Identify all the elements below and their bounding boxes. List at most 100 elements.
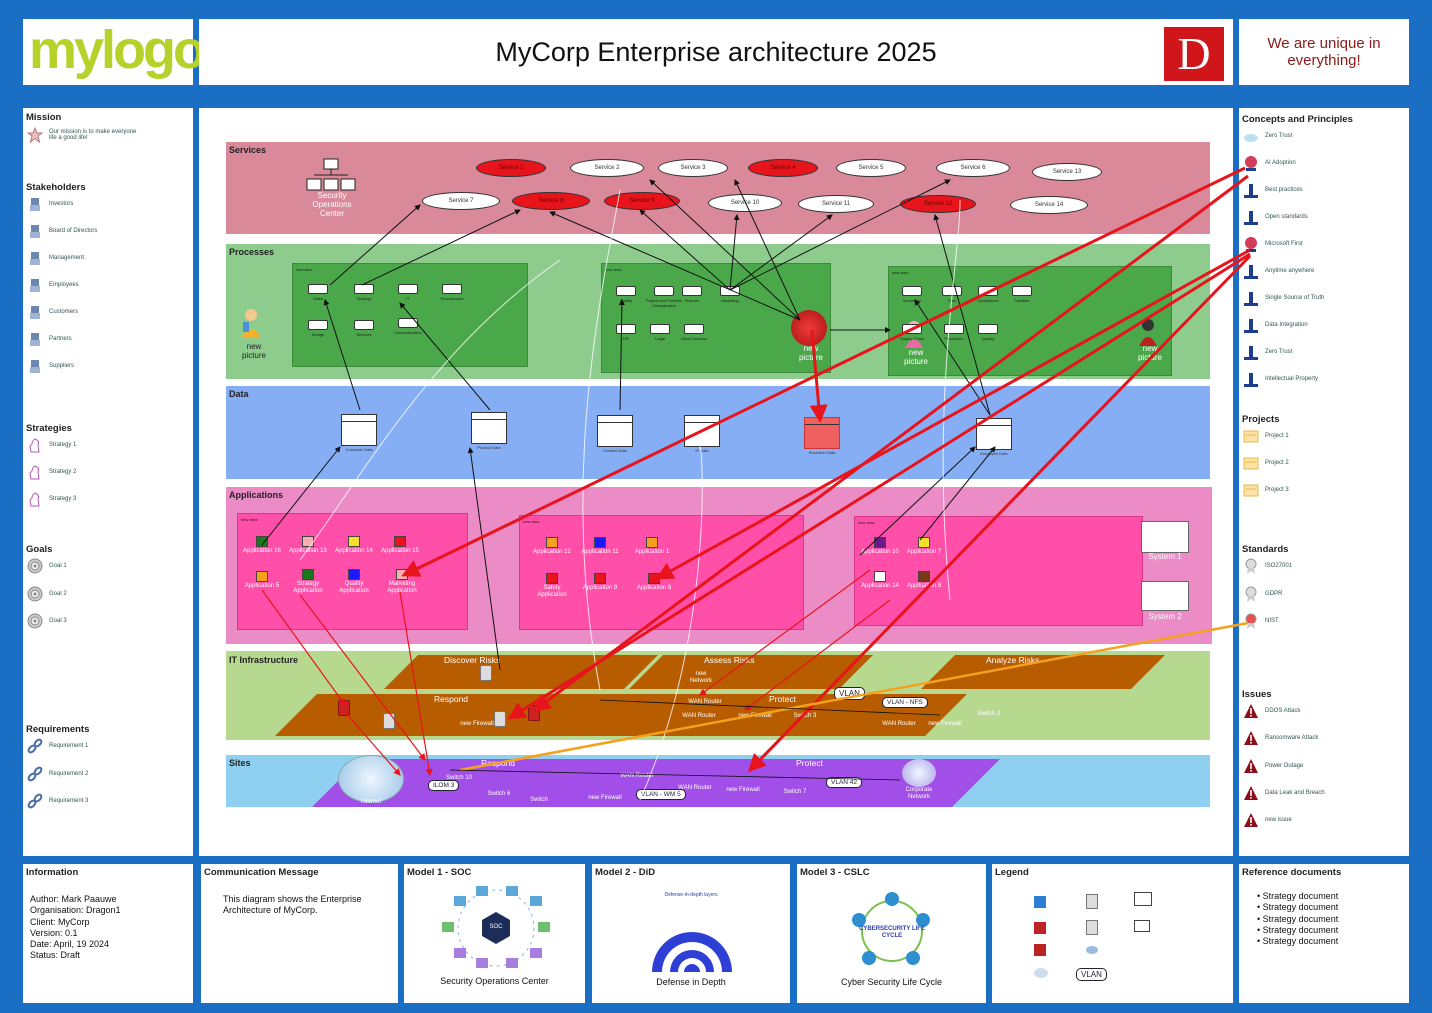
reference-link[interactable]: • Strategy document: [1257, 902, 1338, 912]
project-item[interactable]: Project 1: [1243, 428, 1289, 444]
strategy-item[interactable]: Strategy 1: [27, 437, 76, 453]
application-icon[interactable]: [874, 537, 886, 548]
application-icon[interactable]: [648, 573, 660, 584]
concept-item[interactable]: Zero Trust: [1243, 128, 1292, 144]
application-icon[interactable]: [646, 537, 658, 548]
process-box[interactable]: [902, 286, 922, 296]
concept-item[interactable]: Anytime anywhere: [1243, 263, 1314, 279]
concept-item[interactable]: Single Source of Truth: [1243, 290, 1324, 306]
reference-link[interactable]: • Strategy document: [1257, 891, 1338, 901]
process-box[interactable]: [354, 320, 374, 330]
stakeholder-item[interactable]: Investors: [27, 196, 73, 212]
process-box[interactable]: [944, 324, 964, 334]
requirement-item[interactable]: Requirement 2: [27, 766, 88, 782]
service-pill[interactable]: Service 11: [798, 195, 874, 213]
application-icon[interactable]: [918, 571, 930, 582]
strategy-item[interactable]: Strategy 3: [27, 491, 76, 507]
application-icon[interactable]: [394, 536, 406, 547]
data-entity[interactable]: [341, 414, 377, 446]
process-box[interactable]: [616, 324, 636, 334]
process-box[interactable]: [942, 286, 962, 296]
data-entity[interactable]: [804, 417, 840, 449]
application-icon[interactable]: [256, 571, 268, 582]
data-entity[interactable]: [471, 412, 507, 444]
process-box[interactable]: [354, 284, 374, 294]
service-pill[interactable]: Service 1: [476, 159, 546, 177]
service-pill[interactable]: Service 10: [708, 194, 782, 212]
process-box[interactable]: [1012, 286, 1032, 296]
data-entity[interactable]: [684, 415, 720, 447]
project-item[interactable]: Project 3: [1243, 482, 1289, 498]
application-icon[interactable]: [302, 536, 314, 547]
service-pill[interactable]: Service 7: [422, 192, 500, 210]
process-box[interactable]: [978, 286, 998, 296]
service-pill[interactable]: Service 13: [1032, 163, 1102, 181]
concept-item[interactable]: Zero Trust: [1243, 344, 1292, 360]
standard-item[interactable]: NIST: [1243, 613, 1279, 629]
concept-item[interactable]: Open standards: [1243, 209, 1308, 225]
process-box[interactable]: [902, 324, 922, 334]
application-icon[interactable]: [256, 536, 268, 547]
stakeholder-item[interactable]: Customers: [27, 304, 78, 320]
application-icon[interactable]: [874, 571, 886, 582]
application-icon[interactable]: [594, 537, 606, 548]
process-box[interactable]: [442, 284, 462, 294]
stakeholder-item[interactable]: Suppliers: [27, 358, 74, 374]
issue-item[interactable]: new issue: [1243, 812, 1292, 828]
service-pill[interactable]: Service 5: [836, 159, 906, 177]
stakeholder-item[interactable]: Management: [27, 250, 84, 266]
service-pill[interactable]: Service 2: [570, 159, 644, 177]
concept-item[interactable]: Intellectual Property: [1243, 371, 1318, 387]
application-icon[interactable]: [348, 536, 360, 547]
goal-item[interactable]: Goal 3: [27, 613, 67, 629]
issue-item[interactable]: Ransomware Attack: [1243, 730, 1318, 746]
process-box[interactable]: [308, 284, 328, 294]
service-pill[interactable]: Service 4: [748, 159, 818, 177]
service-pill[interactable]: Service 3: [658, 159, 728, 177]
process-box[interactable]: [654, 286, 674, 296]
process-box[interactable]: [650, 324, 670, 334]
stakeholder-item[interactable]: Board of Directors: [27, 223, 97, 239]
application-icon[interactable]: [918, 537, 930, 548]
issue-item[interactable]: Data Leak and Breach: [1243, 785, 1325, 801]
reference-link[interactable]: • Strategy document: [1257, 925, 1338, 935]
concept-item[interactable]: AI Adoption: [1243, 155, 1296, 171]
service-pill[interactable]: Service 8: [512, 192, 590, 210]
strategy-item[interactable]: Strategy 2: [27, 464, 76, 480]
goal-item[interactable]: Goal 2: [27, 586, 67, 602]
application-icon[interactable]: [302, 569, 314, 580]
service-pill[interactable]: Service 12: [900, 195, 976, 213]
requirement-item[interactable]: Requirement 3: [27, 793, 88, 809]
standard-item[interactable]: GDPR: [1243, 586, 1282, 602]
process-box[interactable]: [978, 324, 998, 334]
goal-item[interactable]: Goal 1: [27, 558, 67, 574]
process-box[interactable]: [308, 320, 328, 330]
process-box[interactable]: [682, 286, 702, 296]
concept-item[interactable]: Microsoft First: [1243, 236, 1303, 252]
service-pill[interactable]: Service 14: [1010, 196, 1088, 214]
service-pill[interactable]: Service 9: [604, 192, 680, 210]
concept-item[interactable]: Data Integration: [1243, 317, 1308, 333]
project-item[interactable]: Project 2: [1243, 455, 1289, 471]
issue-item[interactable]: Power Outage: [1243, 758, 1303, 774]
requirement-item[interactable]: Requirement 1: [27, 738, 88, 754]
application-icon[interactable]: [348, 569, 360, 580]
application-icon[interactable]: [594, 573, 606, 584]
standard-item[interactable]: ISO27001: [1243, 558, 1292, 574]
process-box[interactable]: [398, 284, 418, 294]
issue-item[interactable]: DDOS Attack: [1243, 703, 1300, 719]
process-box[interactable]: [684, 324, 704, 334]
application-icon[interactable]: [396, 569, 408, 580]
process-box[interactable]: [720, 286, 740, 296]
application-icon[interactable]: [546, 537, 558, 548]
process-box[interactable]: [398, 318, 418, 328]
concept-item[interactable]: Best practices: [1243, 182, 1303, 198]
service-pill[interactable]: Service 6: [936, 159, 1010, 177]
process-box[interactable]: [616, 286, 636, 296]
data-entity[interactable]: [597, 415, 633, 447]
reference-link[interactable]: • Strategy document: [1257, 936, 1338, 946]
data-entity[interactable]: [976, 418, 1012, 450]
stakeholder-item[interactable]: Employees: [27, 277, 79, 293]
reference-link[interactable]: • Strategy document: [1257, 914, 1338, 924]
stakeholder-item[interactable]: Partners: [27, 331, 72, 347]
